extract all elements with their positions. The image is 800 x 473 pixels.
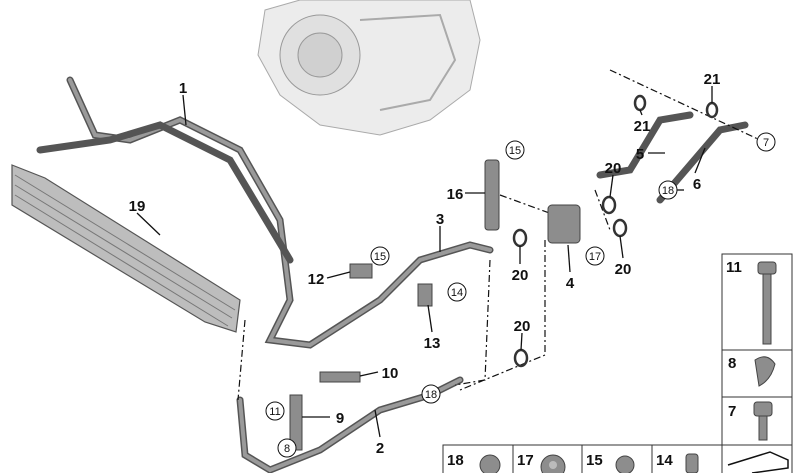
callout-20: 20	[615, 261, 632, 278]
svg-text:7: 7	[763, 137, 769, 149]
callout-21: 21	[704, 71, 721, 88]
o-ring	[512, 228, 528, 248]
svg-text:15: 15	[509, 145, 521, 157]
callout-4: 4	[566, 275, 575, 292]
bolt-11-shaft	[762, 273, 772, 345]
callout-labels: 1 19 3 16 12 13 10 9 2 4 5 6 20 20 20 20…	[129, 71, 721, 457]
callout-6: 6	[693, 176, 701, 193]
callout-9: 9	[336, 410, 344, 427]
o-ring	[601, 195, 617, 215]
nut-15-icon	[615, 455, 635, 473]
circled-callouts: 15 15 14 17 18 18 7 11 8	[265, 132, 776, 458]
callout-20: 20	[514, 318, 531, 335]
o-ring	[633, 94, 647, 112]
bolt-10-part	[319, 371, 361, 383]
leader-lines	[136, 86, 713, 438]
callout-20: 20	[605, 160, 622, 177]
circled-callout-15: 15	[505, 140, 525, 160]
o-ring	[705, 101, 719, 119]
callout-1: 1	[179, 80, 187, 97]
part-14-label: 14	[656, 452, 673, 469]
callout-12: 12	[308, 271, 325, 288]
gasket-icon	[727, 451, 789, 473]
circled-callout-18: 18	[658, 180, 678, 200]
svg-text:18: 18	[425, 389, 437, 401]
circled-callout-11: 11	[265, 401, 285, 421]
transmission-housing	[257, 0, 481, 136]
callout-20: 20	[512, 267, 529, 284]
callout-3: 3	[436, 211, 444, 228]
part-17-label: 17	[517, 452, 534, 469]
part-15-label: 15	[586, 452, 603, 469]
screw-14-icon	[685, 453, 699, 473]
svg-text:8: 8	[284, 443, 290, 455]
callout-21: 21	[634, 118, 651, 135]
clip-13-part	[417, 283, 433, 307]
callout-13: 13	[424, 335, 441, 352]
svg-text:18: 18	[662, 185, 674, 197]
oil-block-part	[547, 204, 581, 244]
svg-text:15: 15	[374, 251, 386, 263]
circled-callout-14: 14	[447, 282, 467, 302]
part-18-label: 18	[447, 452, 464, 469]
part-8-label: 8	[728, 355, 736, 372]
part-7-label: 7	[728, 403, 736, 420]
bracket-12-part	[349, 263, 373, 279]
callout-10: 10	[382, 365, 399, 382]
callout-2: 2	[376, 440, 384, 457]
callout-19: 19	[129, 198, 146, 215]
svg-text:17: 17	[589, 251, 601, 263]
circled-callout-18: 18	[421, 384, 441, 404]
clamp-8-icon	[754, 356, 776, 387]
part-11-label: 11	[726, 259, 742, 276]
svg-text:11: 11	[269, 406, 280, 418]
fastener-parts-box: 11 8 7 18 17 15 14	[442, 253, 793, 473]
o-ring	[612, 218, 628, 238]
bolt-7-icon	[753, 401, 773, 417]
bolt-11-icon	[757, 261, 777, 275]
nut-17-hole	[549, 461, 557, 469]
nut-18-icon	[479, 454, 501, 473]
dash-lines	[237, 69, 761, 401]
circled-callout-15: 15	[370, 246, 390, 266]
o-ring	[513, 348, 529, 368]
circled-callout-8: 8	[277, 438, 297, 458]
circled-callout-7: 7	[756, 132, 776, 152]
callout-5: 5	[636, 146, 644, 163]
callout-16: 16	[447, 186, 464, 203]
bolt-7-shaft	[758, 415, 768, 441]
oil-cooler	[11, 164, 241, 333]
svg-text:14: 14	[451, 287, 463, 299]
circled-callout-17: 17	[585, 246, 605, 266]
bracket-16-part	[484, 159, 500, 231]
